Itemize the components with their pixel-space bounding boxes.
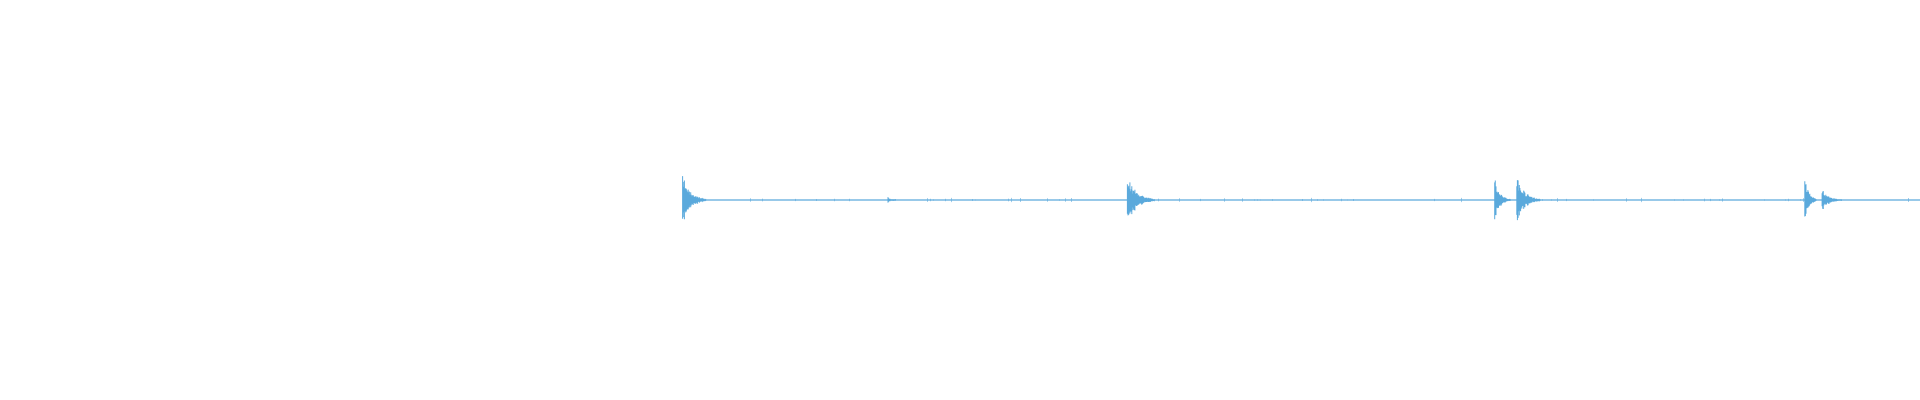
waveform-transient bbox=[1516, 180, 1541, 221]
waveform-transient bbox=[1126, 182, 1155, 216]
waveform-transient bbox=[1804, 181, 1817, 217]
waveform-trace bbox=[682, 176, 1920, 221]
waveform-transient bbox=[1494, 180, 1511, 220]
waveform-transient bbox=[682, 176, 707, 220]
waveform-transient bbox=[887, 197, 896, 203]
waveform-transient bbox=[1821, 191, 1842, 209]
